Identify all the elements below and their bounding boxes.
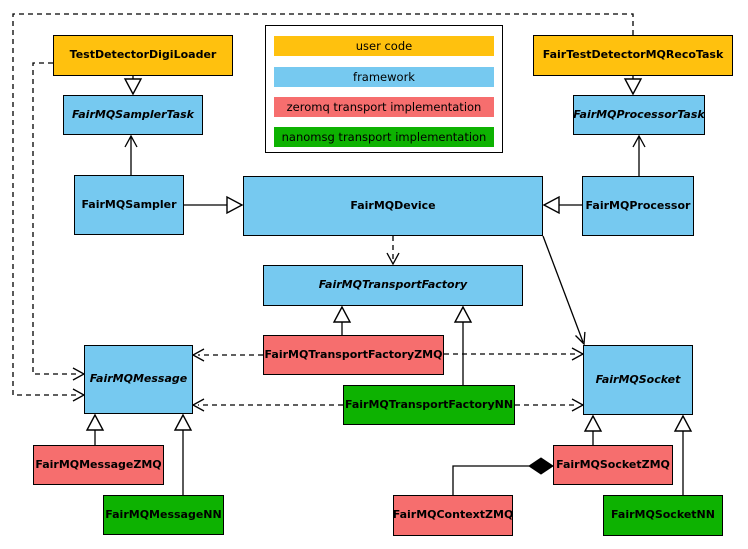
node-label: FairMQSocket	[595, 372, 681, 386]
arrowhead-message-right-lower	[191, 398, 205, 412]
triangle-message-right	[173, 413, 193, 431]
triangle-processortask	[623, 78, 643, 96]
triangle-transportfactory-left	[332, 305, 352, 323]
edge-device-uses-socket	[542, 235, 584, 343]
node-fairmqsamplertask: FairMQSamplerTask	[63, 95, 203, 135]
composition-diamond-icon	[528, 457, 554, 475]
node-testdetectordigiloader: TestDetectorDigiLoader	[53, 35, 233, 76]
node-label: FairMQSocketNN	[611, 508, 715, 522]
node-fairmqsocketzmq: FairMQSocketZMQ	[553, 445, 673, 485]
node-fairmqsocketnn: FairMQSocketNN	[603, 495, 723, 536]
legend-label-framework: framework	[353, 70, 415, 84]
node-fairmqprocessor: FairMQProcessor	[582, 176, 694, 236]
legend-box: user code framework zeromq transport imp…	[265, 25, 503, 153]
legend-item-nanomsg: nanomsg transport implementation	[274, 127, 494, 147]
node-label: FairMQSampler	[81, 197, 177, 211]
node-label: FairMQMessageZMQ	[35, 457, 162, 471]
node-label: FairMQContextZMQ	[392, 508, 514, 522]
legend-item-zeromq: zeromq transport implementation	[274, 97, 494, 117]
edge-digiloader-depends-message	[32, 62, 80, 375]
triangle-samplertask	[123, 78, 143, 96]
node-label: FairMQTransportFactoryNN	[344, 397, 514, 411]
node-label: FairMQSamplerTask	[72, 107, 194, 121]
node-fairmqtransportfactorynn: FairMQTransportFactoryNN	[343, 385, 515, 425]
node-fairmqmessagenn: FairMQMessageNN	[103, 495, 224, 535]
legend-label-nanomsg: nanomsg transport implementation	[281, 130, 487, 144]
arrowhead-into-transportfactory	[386, 252, 400, 266]
arrowhead-into-processortask	[632, 134, 646, 148]
node-fairmqsocket: FairMQSocket	[583, 345, 693, 415]
triangle-socket-right	[673, 414, 693, 432]
arrowhead-into-socket-top	[575, 331, 586, 346]
node-label: FairMQProcessor	[585, 198, 691, 212]
edge-recotask-depends-message	[12, 13, 634, 396]
node-fairmqtransportfactory: FairMQTransportFactory	[263, 265, 523, 306]
triangle-message-left	[85, 413, 105, 431]
node-label: FairMQSocketZMQ	[556, 457, 670, 471]
node-fairmqsampler: FairMQSampler	[74, 175, 184, 235]
arrowhead-message-right-upper	[191, 348, 205, 362]
node-fairmqcontextzmq: FairMQContextZMQ	[393, 495, 513, 536]
node-label: FairMQTransportFactory	[318, 278, 468, 292]
node-fairmqmessage: FairMQMessage	[84, 345, 193, 414]
node-label: FairMQTransportFactoryZMQ	[264, 347, 443, 361]
legend-label-user-code: user code	[355, 39, 413, 53]
legend-label-zeromq: zeromq transport implementation	[286, 100, 482, 114]
triangle-device-left	[226, 195, 244, 215]
node-label: FairTestDetectorMQRecoTask	[542, 48, 724, 62]
node-label: FairMQDevice	[350, 198, 436, 212]
node-fairmqmessagezmq: FairMQMessageZMQ	[33, 445, 164, 485]
edge-socketzmq-composes-contextzmq	[452, 465, 529, 495]
legend-item-user-code: user code	[274, 36, 494, 56]
node-fairtestdetectormqrecotask: FairTestDetectorMQRecoTask	[533, 35, 733, 76]
node-label: TestDetectorDigiLoader	[69, 48, 217, 62]
triangle-socket-left	[583, 414, 603, 432]
legend-item-framework: framework	[274, 67, 494, 87]
node-fairmqprocessortask: FairMQProcessorTask	[573, 95, 705, 135]
node-fairmqtransportfactoryzmq: FairMQTransportFactoryZMQ	[263, 335, 444, 375]
node-label: FairMQMessage	[89, 372, 188, 386]
arrowhead-into-samplertask	[124, 134, 138, 148]
triangle-transportfactory-right	[453, 305, 473, 323]
node-label: FairMQMessageNN	[105, 507, 222, 521]
node-fairmqdevice: FairMQDevice	[243, 176, 543, 236]
node-label: FairMQProcessorTask	[573, 107, 705, 121]
triangle-device-right	[542, 195, 560, 215]
